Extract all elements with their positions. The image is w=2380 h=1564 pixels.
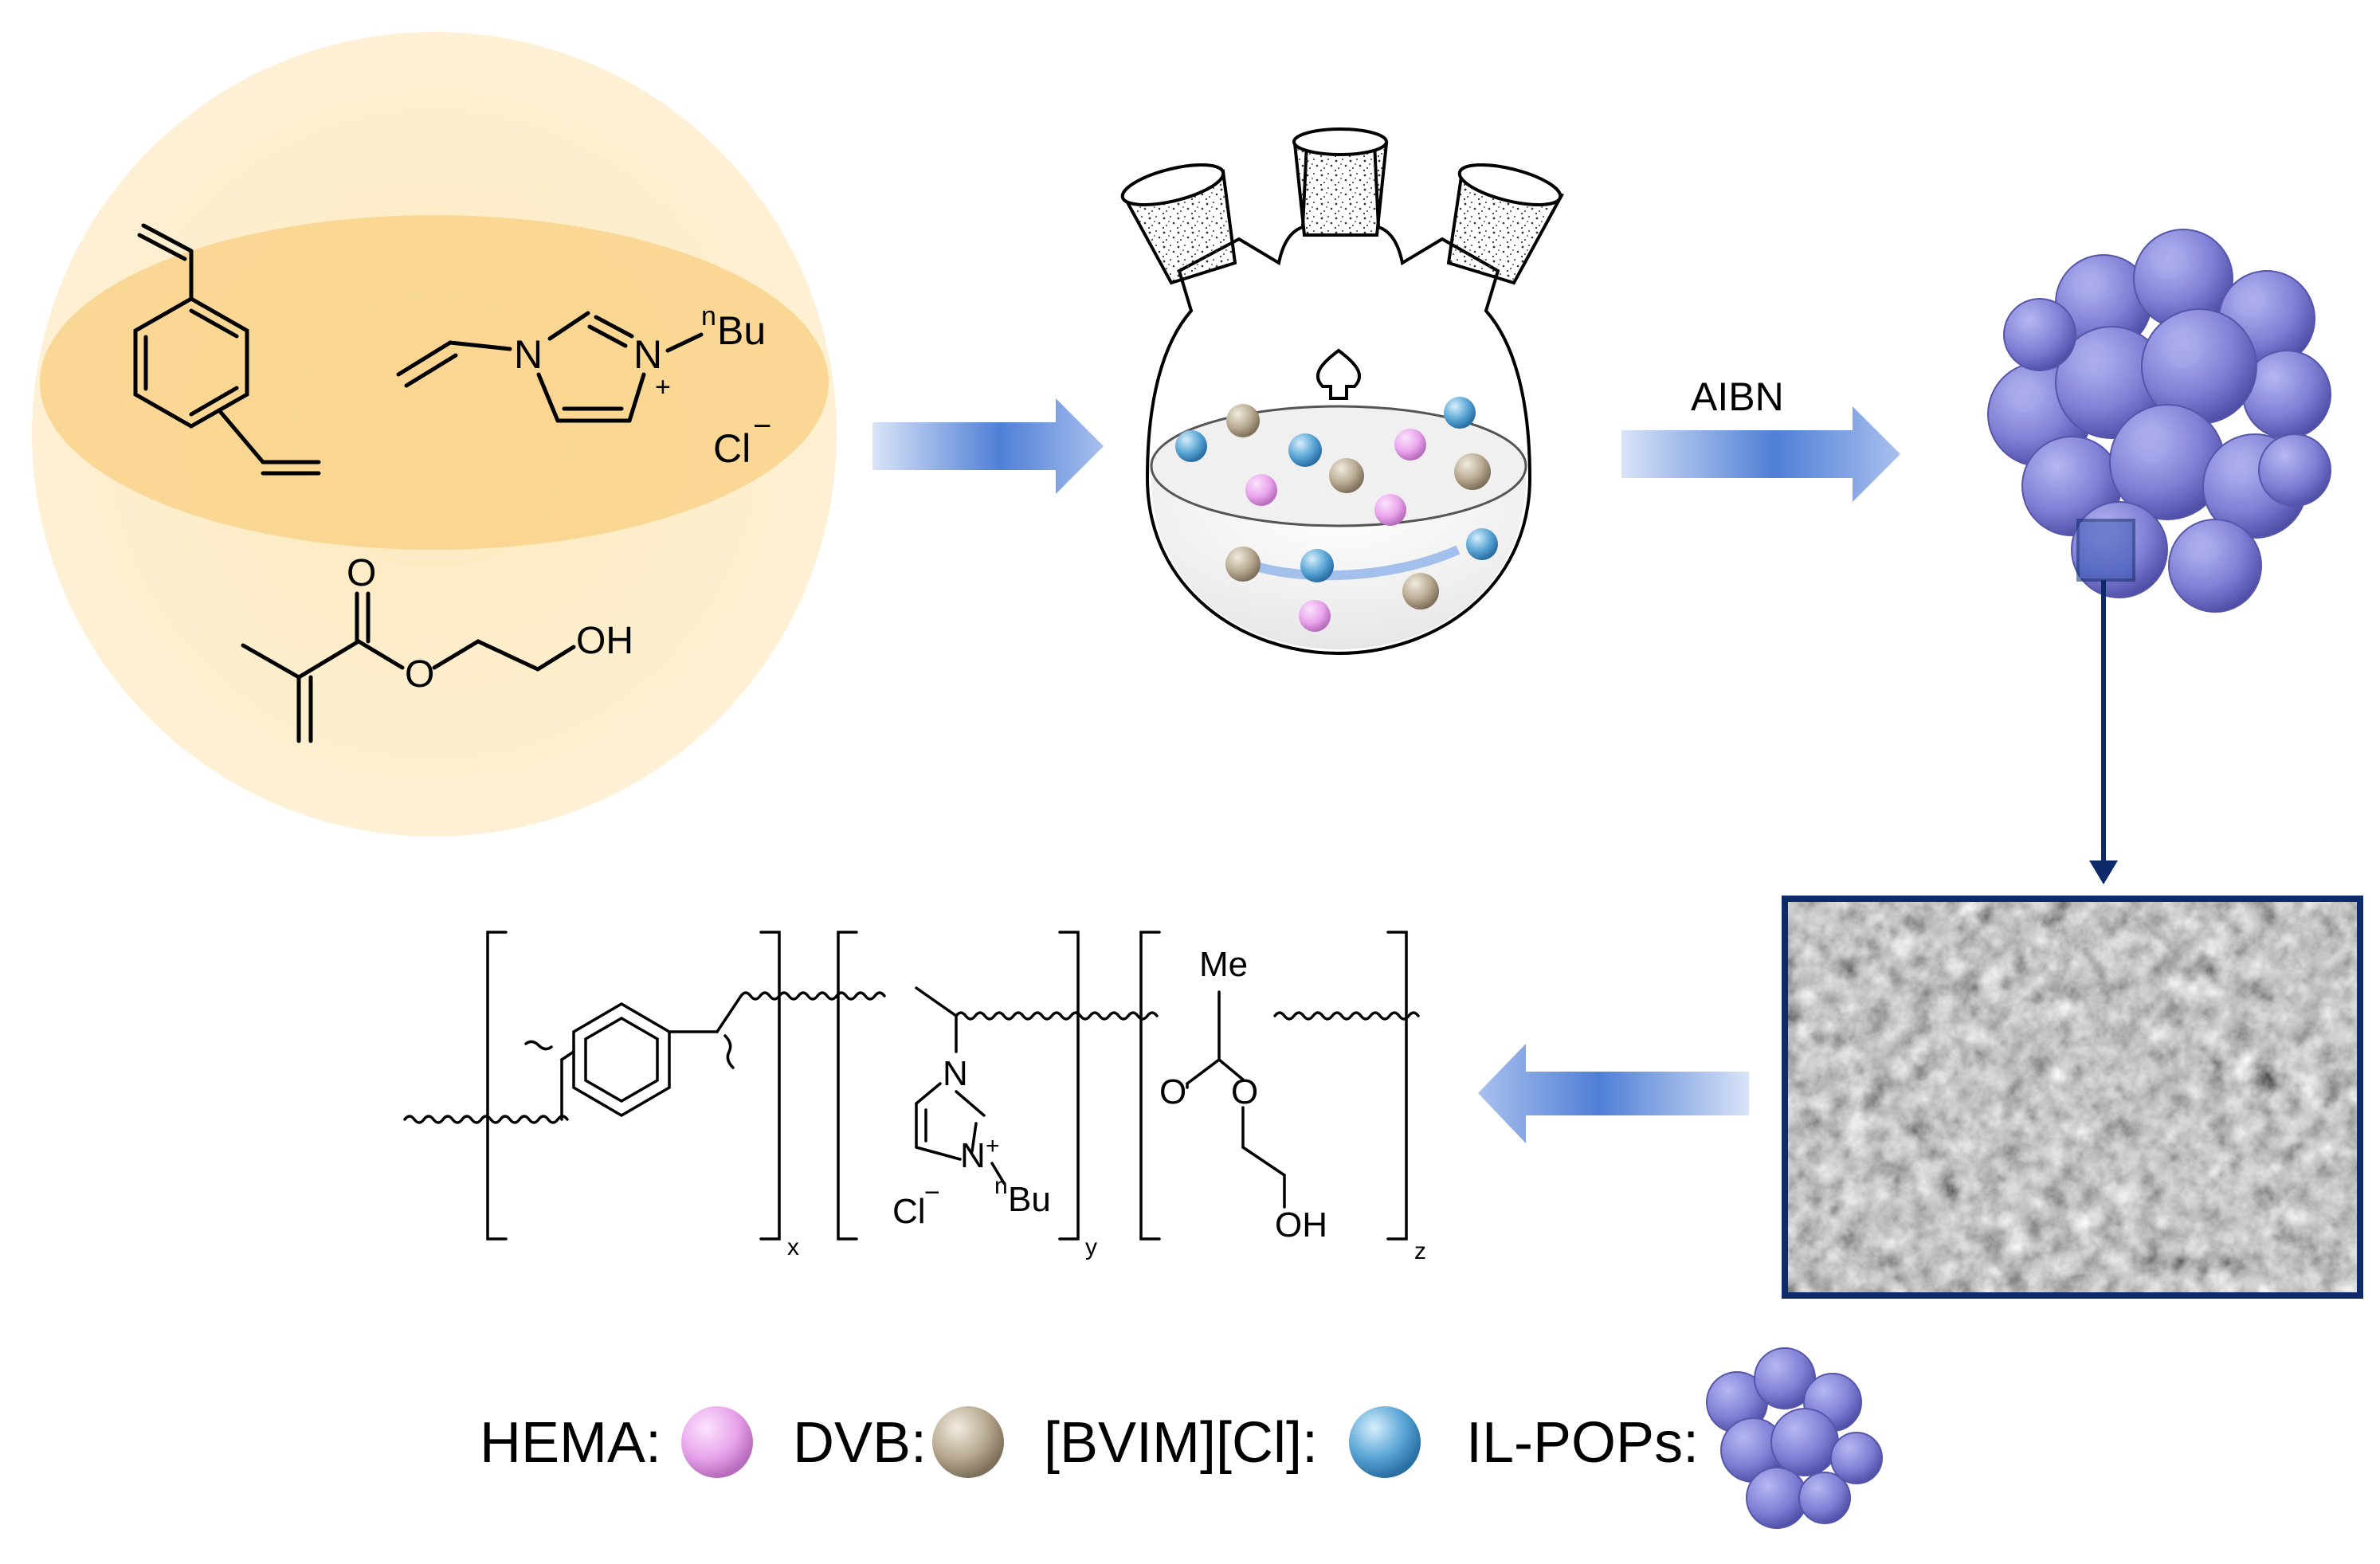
polymer-n3-label: N (960, 1136, 986, 1175)
polymer-chloride-charge: − (924, 1178, 940, 1208)
hema-structure: O O OH (241, 552, 633, 743)
chloride-charge-label: − (753, 409, 771, 444)
polymer-butyl-prefix: n (994, 1173, 1008, 1199)
hema-hydroxyl-label: OH (576, 620, 633, 662)
legend-bvim-swatch (1349, 1406, 1421, 1478)
legend-hema-swatch (681, 1406, 753, 1478)
polymer-butyl-label: Bu (1008, 1180, 1051, 1219)
polymer-carbonyl-o: O (1159, 1072, 1186, 1111)
monomer-group: N N + n Bu Cl − O O OH (32, 32, 837, 837)
imidazole-n1-label: N (514, 332, 543, 377)
stir-swirl (1241, 545, 1461, 581)
arrow-monomers-to-flask (872, 398, 1104, 494)
polymer-structure: x y z Me N N + Cl − n Bu O O OH (403, 931, 1426, 1264)
arrow-sem-to-structure (1478, 1044, 1749, 1143)
porous-particle-icon (1987, 229, 2331, 613)
monomer-inner-ellipse (40, 215, 829, 550)
initiator-label: AIBN (1691, 374, 1784, 419)
polymer-ester-o: O (1231, 1072, 1258, 1111)
arrow-particle-to-sem (2089, 580, 2118, 884)
legend-ilpops-swatch (1706, 1347, 1883, 1529)
butyl-prefix-label: n (701, 301, 716, 331)
sem-micrograph-image (1782, 896, 2363, 1299)
polymer-n1-label: N (943, 1054, 968, 1093)
vinylimidazolium-structure: N N + n Bu Cl − (396, 301, 771, 471)
chloride-label: Cl (713, 426, 751, 471)
zoom-box (2076, 519, 2135, 582)
subscript-z: z (1414, 1238, 1426, 1264)
polymer-hydroxyl: OH (1275, 1205, 1327, 1245)
polymer-methyl-label: Me (1199, 945, 1248, 984)
divinylbenzene-structure (133, 223, 321, 476)
subscript-x: x (787, 1234, 799, 1260)
reaction-flask-icon (1120, 127, 1565, 656)
subscript-y: y (1085, 1234, 1097, 1260)
hema-carbonyl-o-label: O (347, 552, 376, 594)
legend-hema-label: HEMA: (480, 1411, 661, 1475)
cation-charge-label: + (655, 372, 671, 402)
butyl-label: Bu (717, 308, 766, 353)
legend-ilpops-label: IL-POPs: (1466, 1411, 1699, 1475)
legend-dvb-swatch (932, 1406, 1004, 1478)
legend: HEMA: DVB: [BVIM][Cl]: IL-POPs: (480, 1347, 1883, 1529)
stir-bar-icon (1316, 348, 1361, 400)
polymer-cation-charge: + (986, 1133, 1000, 1159)
hema-ester-o-label: O (405, 653, 434, 696)
arrow-flask-to-particles (1621, 406, 1900, 502)
imidazole-n3-label: N (633, 332, 662, 377)
legend-dvb-label: DVB: (793, 1411, 927, 1475)
legend-bvim-label: [BVIM][Cl]: (1044, 1411, 1318, 1475)
monomer-spheres (1175, 397, 1498, 632)
polymer-chloride-label: Cl (892, 1192, 926, 1231)
